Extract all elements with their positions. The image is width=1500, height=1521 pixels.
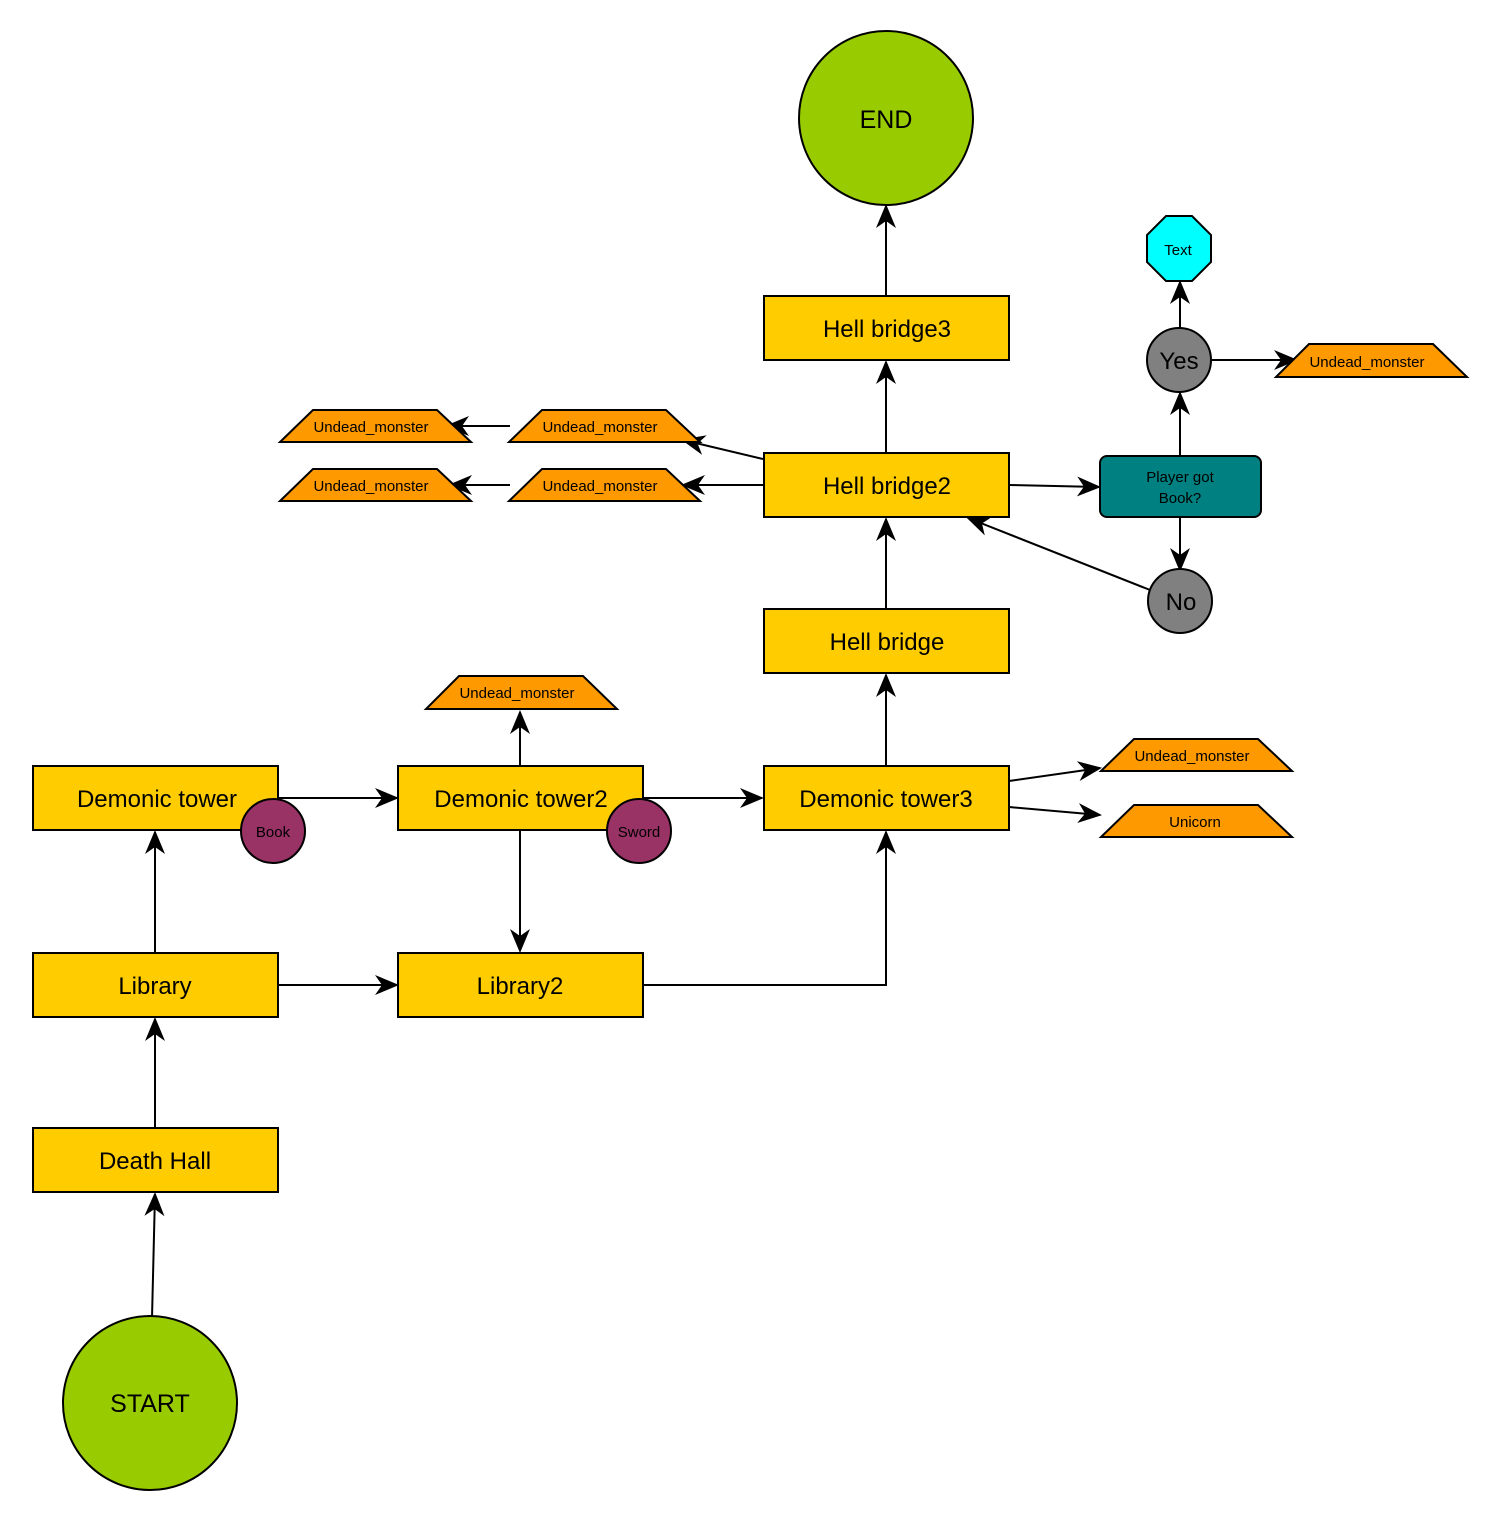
room-box <box>763 452 1010 518</box>
room-box <box>32 952 279 1018</box>
edge-hell-bridge2-to-monster-top <box>681 435 764 460</box>
monster-shape <box>1273 343 1470 378</box>
room-label: Demonic tower2 <box>434 786 607 813</box>
decision-label-line1: Player got <box>1146 469 1214 486</box>
room-label: Hell bridge2 <box>823 473 951 500</box>
answer-label: Yes <box>1159 348 1198 375</box>
edge-library2-to-demonic-tower3 <box>644 830 896 986</box>
room-box <box>32 765 279 831</box>
monster-yes-branch[interactable]: Undead_monster <box>1273 343 1470 378</box>
monster-shape <box>1098 738 1295 772</box>
room-library2[interactable]: Library2 <box>397 952 644 1018</box>
item-book[interactable]: Book <box>240 798 306 864</box>
monster-shape <box>506 468 703 502</box>
monster-label: Undead_monster <box>313 419 428 436</box>
monster-shape <box>277 468 474 502</box>
end-circle <box>798 30 974 206</box>
answer-circle <box>1147 568 1213 634</box>
terminal-end[interactable]: END <box>798 30 974 206</box>
monster-bridge2-bottom-far[interactable]: Undead_monster <box>277 468 474 502</box>
monster-shape <box>277 409 474 443</box>
monster-tower3-b[interactable]: Unicorn <box>1098 804 1295 838</box>
answer-label: No <box>1166 589 1197 616</box>
room-box <box>763 765 1010 831</box>
monster-shape <box>1098 804 1295 838</box>
monster-label: Undead_monster <box>313 478 428 495</box>
edges <box>144 204 1298 1319</box>
room-hell-bridge3[interactable]: Hell bridge3 <box>763 295 1010 361</box>
edge-hell-bridge2-to-decision <box>1008 476 1101 497</box>
monster-shape <box>506 409 703 443</box>
room-box <box>763 608 1010 674</box>
octagon-shape <box>1146 215 1212 282</box>
terminal-start[interactable]: START <box>62 1315 238 1491</box>
text-node[interactable]: Text <box>1146 215 1212 282</box>
room-demonic-tower2[interactable]: Demonic tower2 <box>397 765 644 831</box>
start-label: START <box>110 1390 190 1418</box>
room-label: Demonic tower <box>77 786 237 813</box>
room-label: Demonic tower3 <box>799 786 972 813</box>
room-box <box>32 1127 279 1193</box>
room-library[interactable]: Library <box>32 952 279 1018</box>
monster-label: Undead_monster <box>459 685 574 702</box>
decision-label-line2: Book? <box>1159 490 1202 507</box>
item-sword[interactable]: Sword <box>606 798 672 864</box>
room-demonic-tower[interactable]: Demonic tower <box>32 765 279 831</box>
monster-label: Undead_monster <box>542 478 657 495</box>
monster-label: Undead_monster <box>542 419 657 436</box>
room-label: Library <box>118 973 191 1000</box>
monster-bridge2-bottom-near[interactable]: Undead_monster <box>506 468 703 502</box>
item-circle <box>606 798 672 864</box>
answer-circle <box>1146 327 1212 393</box>
room-box <box>397 952 644 1018</box>
decision-box <box>1099 455 1262 518</box>
monster-label: Undead_monster <box>1309 354 1424 371</box>
item-label: Sword <box>618 824 661 841</box>
answer-yes[interactable]: Yes <box>1146 327 1212 393</box>
room-label: Hell bridge <box>830 629 945 656</box>
room-label: Death Hall <box>99 1148 211 1175</box>
monster-shape <box>423 675 620 710</box>
item-label: Book <box>256 824 291 841</box>
monster-tower3-a[interactable]: Undead_monster <box>1098 738 1295 772</box>
room-box <box>397 765 644 831</box>
end-label: END <box>860 106 913 134</box>
room-demonic-tower3[interactable]: Demonic tower3 <box>763 765 1010 831</box>
room-hell-bridge[interactable]: Hell bridge <box>763 608 1010 674</box>
answer-no[interactable]: No <box>1147 568 1213 634</box>
text-node-label: Text <box>1164 242 1192 259</box>
edge-start-to-death-hall <box>144 1192 165 1319</box>
start-circle <box>62 1315 238 1491</box>
monster-tower2[interactable]: Undead_monster <box>423 675 620 710</box>
room-label: Hell bridge3 <box>823 316 951 343</box>
room-label: Library2 <box>477 973 564 1000</box>
edge-demonic-tower3-to-unicorn <box>1008 803 1102 824</box>
decision-player-got-book[interactable]: Player got Book? <box>1099 455 1262 518</box>
room-hell-bridge2[interactable]: Hell bridge2 <box>763 452 1010 518</box>
monster-bridge2-top-near[interactable]: Undead_monster <box>506 409 703 443</box>
monster-label: Unicorn <box>1169 814 1221 831</box>
item-circle <box>240 798 306 864</box>
room-death-hall[interactable]: Death Hall <box>32 1127 279 1193</box>
edge-demonic-tower3-to-undead-monster <box>1008 761 1102 782</box>
room-box <box>763 295 1010 361</box>
monster-label: Undead_monster <box>1134 748 1249 765</box>
edge-no-to-hell-bridge2 <box>966 516 1151 591</box>
monster-bridge2-top-far[interactable]: Undead_monster <box>277 409 474 443</box>
